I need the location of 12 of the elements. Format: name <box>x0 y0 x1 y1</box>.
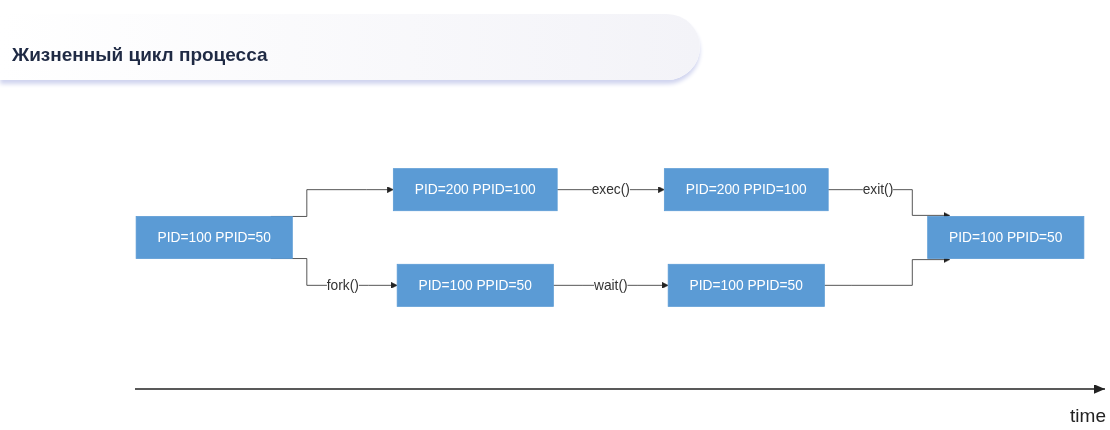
edge-label: fork() <box>326 277 359 293</box>
node-box: PID=200 PPID=100 <box>392 168 558 212</box>
edge-label: exec() <box>591 181 630 197</box>
node-box: PID=100 PPID=50 <box>396 263 554 307</box>
node-box: PID=100 PPID=50 <box>927 216 1085 259</box>
node-box: PID=100 PPID=50 <box>135 216 293 259</box>
axis-label: time <box>1070 405 1106 427</box>
edge-label: exit() <box>862 181 894 197</box>
title-banner: Жизненный цикл процесса <box>0 14 700 80</box>
node-box: PID=100 PPID=50 <box>667 263 825 307</box>
edge-label: wait() <box>593 277 628 293</box>
node-box: PID=200 PPID=100 <box>663 168 829 212</box>
